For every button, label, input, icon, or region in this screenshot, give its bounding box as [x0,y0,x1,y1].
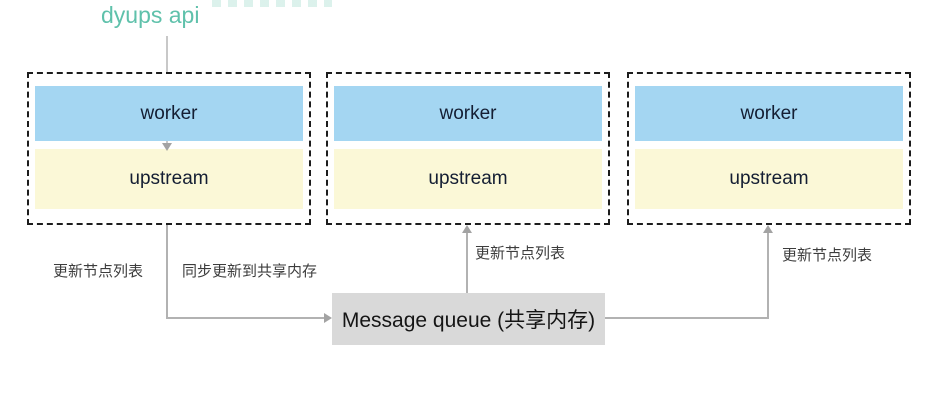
message-queue-label: Message queue (共享内存) [341,309,596,332]
worker-node-1: worker [35,86,303,141]
connector3-horizontal-line [605,317,769,319]
worker-node-2: worker [334,86,602,141]
message-queue-box: Message queue (共享内存) [332,293,605,345]
upstream-node-1: upstream [35,149,303,209]
diagram-title: dyups api [101,2,200,28]
upstream-label-1: upstream [129,168,209,189]
edge-label-cluster3-update: 更新节点列表 [782,247,873,264]
worker-label-3: worker [740,102,798,124]
cluster-box-3: worker upstream [627,72,911,225]
worker-label-1: worker [140,102,198,124]
worker-label-2: worker [439,102,497,124]
connector2-vertical-line [466,231,468,293]
upstream-label-3: upstream [729,168,809,189]
api-arrow-line [166,36,168,82]
upstream-node-3: upstream [635,149,903,209]
connector2-arrowhead-up-icon [462,225,472,233]
edge-label-cluster1-sync: 同步更新到共享内存 [182,263,318,280]
connector1-vertical-line [166,225,168,318]
connector3-vertical-line [767,231,769,319]
worker-upstream-arrowhead-icon [162,143,172,151]
worker-node-3: worker [635,86,903,141]
connector1-horizontal-line [166,317,325,319]
upstream-node-2: upstream [334,149,602,209]
upstream-label-2: upstream [428,168,508,189]
edge-label-cluster2-update: 更新节点列表 [475,245,566,262]
connector3-arrowhead-up-icon [763,225,773,233]
cluster-box-2: worker upstream [326,72,610,225]
edge-label-cluster1-update: 更新节点列表 [53,263,144,280]
connector1-arrowhead-right-icon [324,313,332,323]
cropped-text-artifact [212,0,332,7]
